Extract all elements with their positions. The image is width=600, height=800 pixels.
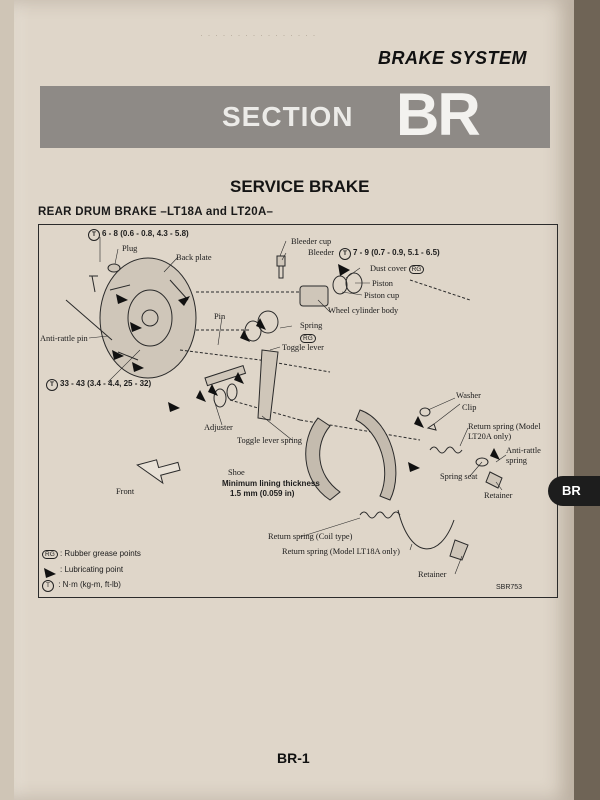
- section-side-tab: BR: [548, 476, 600, 506]
- clip-drawing: [426, 423, 437, 431]
- anti-rattle-pin-drawing: [65, 299, 113, 341]
- leader-lines: [88, 237, 507, 575]
- section-band: [40, 86, 550, 148]
- lube-arrow-backplate-low: [112, 350, 124, 360]
- legend-lubricating: : Lubricating point: [60, 565, 124, 574]
- plug-drawing: [107, 263, 121, 273]
- return-spring-coil-label: Return spring (Coil type): [268, 532, 353, 541]
- lubricating-point-arrows: [44, 264, 500, 578]
- toggle-lever-spring-label: Toggle lever spring: [237, 436, 302, 445]
- shoe-label: Shoe: [228, 468, 245, 477]
- lube-arrow-anti-rattle: [490, 448, 500, 460]
- shoe-right-drawing: [355, 409, 397, 501]
- pin-label: Pin: [214, 312, 226, 321]
- piston-label: Piston: [372, 279, 393, 288]
- spring-label: Spring: [300, 321, 323, 330]
- back-plate-label: Back plate: [176, 253, 212, 262]
- lube-arrow-washer: [414, 416, 424, 428]
- diagram-ref-code: SBR753: [496, 584, 523, 591]
- return-spring-lt20a-drawing: [429, 446, 463, 454]
- side-tab-label: BR: [562, 483, 581, 498]
- lube-arrow-dustcover: [338, 264, 350, 276]
- min-lining-label: Minimum lining thickness: [222, 479, 320, 488]
- bleeder-drawing: [276, 255, 286, 279]
- diagram-title: REAR DRUM BRAKE –LT18A and LT20A–: [38, 206, 274, 218]
- bleeder-label: Bleeder: [308, 248, 335, 257]
- page-number: BR-1: [277, 750, 310, 766]
- legend-torque: T : N·m (kg-m, ft-lb): [42, 580, 121, 592]
- lube-arrow-backplate-mid: [130, 322, 142, 332]
- bolt-drawing: [89, 275, 98, 293]
- diagram-frame: [38, 224, 558, 598]
- anti-rattle-spring-label: Anti-rattle spring: [506, 446, 541, 465]
- washer-label: Washer: [456, 391, 481, 400]
- clip-label: Clip: [462, 403, 477, 412]
- lube-arrow-backplate-top: [116, 294, 128, 304]
- retainer-bottom-label: Retainer: [418, 570, 447, 579]
- front-arrow-drawing: [136, 459, 181, 485]
- lube-arrow-backplate-right: [178, 296, 190, 306]
- rg-spring-badge: RG: [300, 333, 316, 343]
- lube-arrow-spring: [408, 462, 420, 472]
- lube-arrow-backplate-bottom: [132, 362, 144, 372]
- lube-arrow-wheelcyl-2: [240, 330, 250, 342]
- return-spring-coil-drawing: [359, 511, 401, 519]
- dust-cover-label: Dust cover RG: [370, 264, 425, 274]
- spring-seat-label: Spring seat: [440, 472, 478, 481]
- return-spring-lt18a-drawing: [397, 509, 455, 550]
- front-label: Front: [116, 487, 135, 496]
- legend-lube-arrow: [44, 568, 56, 578]
- lube-arrow-wheelcyl-1: [256, 318, 266, 330]
- adjuster-drawing: [204, 365, 247, 408]
- retainer-bottom-drawing: [449, 539, 469, 561]
- lube-arrow-adjuster-1: [168, 402, 180, 412]
- lube-arrow-adjuster-4: [234, 372, 244, 384]
- return-spring-lt18a-label: Return spring (Model LT18A only): [282, 547, 400, 556]
- legend-rg: RG : Rubber grease points: [42, 549, 141, 559]
- bleeder-cup-label: Bleeder cup: [291, 237, 332, 246]
- washer-drawing: [419, 407, 431, 417]
- adjuster-label: Adjuster: [204, 423, 233, 432]
- anti-rattle-pin-label: Anti-rattle pin: [40, 334, 88, 343]
- return-spring-lt20a-label: Return spring (Model LT20A only): [468, 422, 541, 441]
- shoe-left-drawing: [305, 417, 341, 501]
- lube-arrow-adjuster-2: [196, 390, 206, 402]
- toggle-lever-label: Toggle lever: [282, 343, 324, 352]
- min-lining-value: 1.5 mm (0.059 in): [230, 489, 295, 498]
- show-through-text: · · · · · · · · · · · · · · · ·: [200, 30, 317, 40]
- section-code: BR: [396, 81, 481, 148]
- retainer-right-drawing: [485, 471, 503, 489]
- plug-label: Plug: [122, 244, 138, 253]
- back-plate-drawing: [99, 257, 197, 379]
- retainer-right-label: Retainer: [484, 491, 513, 500]
- chapter-title: SERVICE BRAKE: [230, 177, 370, 196]
- piston-cup-label: Piston cup: [364, 291, 400, 300]
- lube-arrow-adjuster-3: [208, 384, 218, 396]
- toggle-lever-drawing: [257, 349, 279, 421]
- wheel-cylinder-body-label: Wheel cylinder body: [328, 306, 399, 315]
- section-label: SECTION: [222, 101, 354, 132]
- section-header-title: BRAKE SYSTEM: [378, 48, 528, 68]
- spring-seat-drawing: [475, 457, 489, 467]
